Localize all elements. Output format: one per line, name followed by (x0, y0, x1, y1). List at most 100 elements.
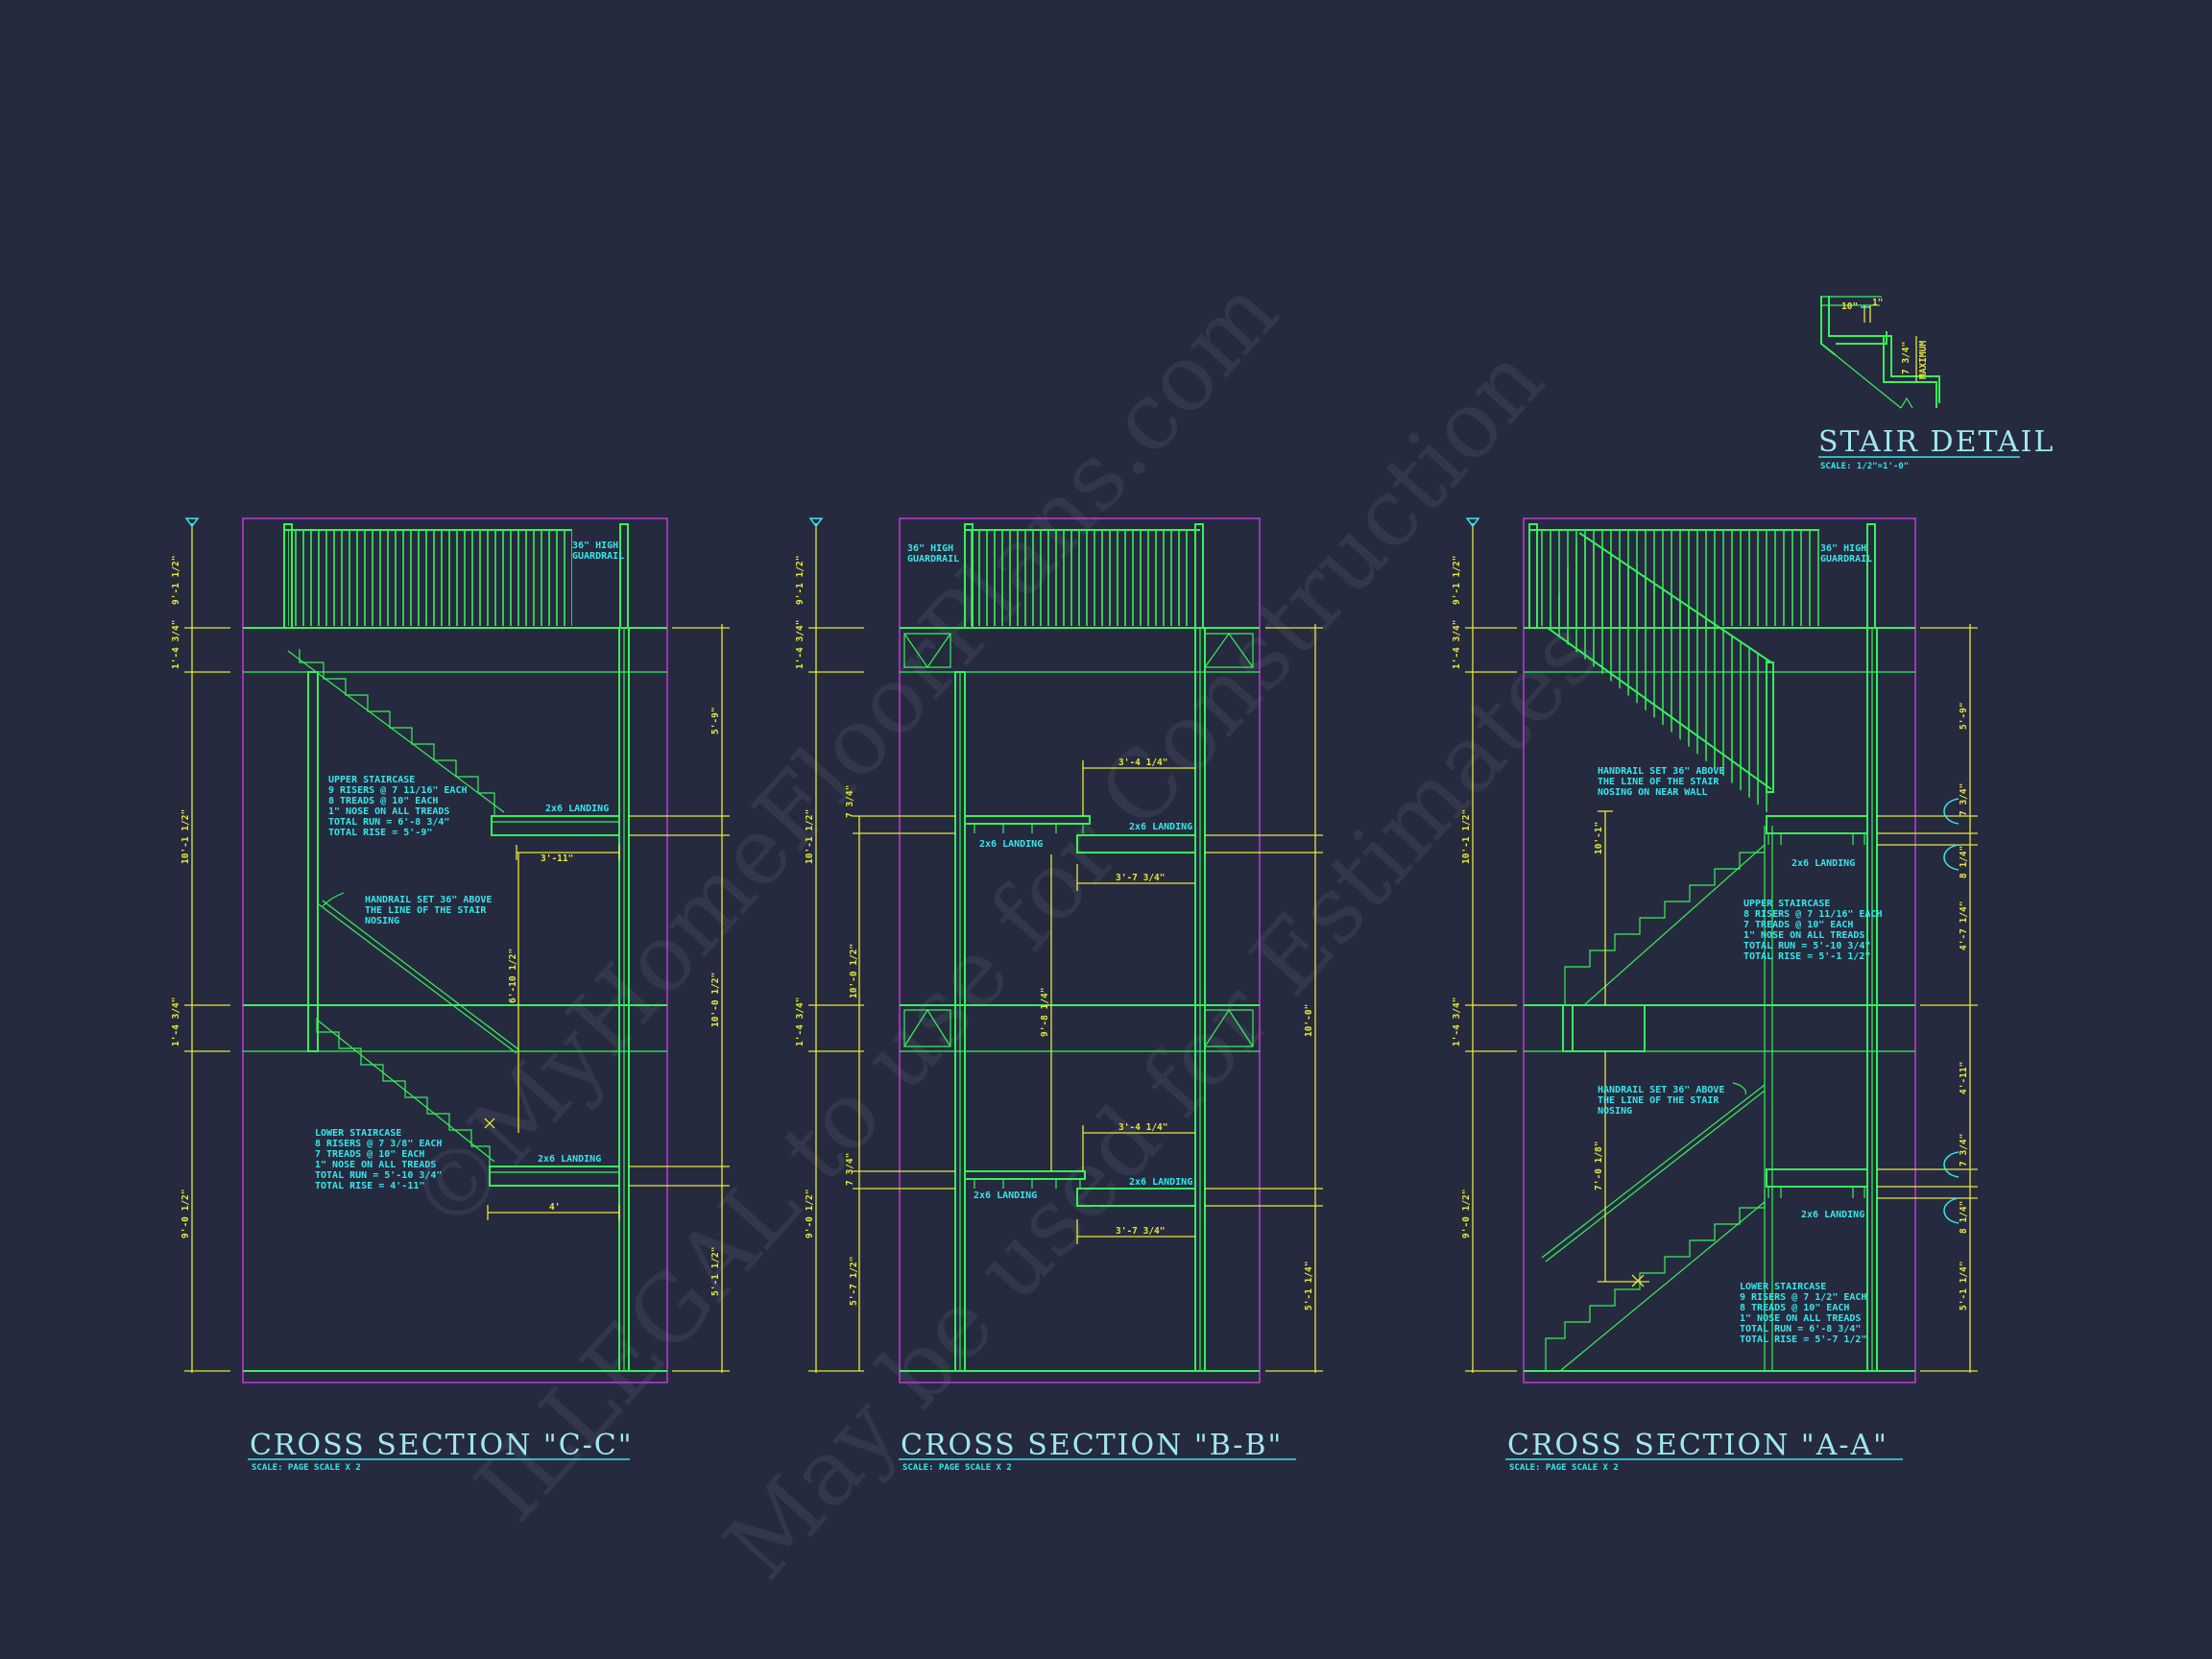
bb-left-dim-2: 1'-4 3/4" (795, 620, 805, 669)
stair-detail: 10" 1" 7 3/4" MAXIMUM STAIR DETAIL SCALE… (1818, 296, 2055, 471)
aa-left-dim-4: 1'-4 3/4" (1452, 998, 1462, 1046)
aa-left-dim-1: 9'-1 1/2" (1452, 556, 1462, 605)
bb-landing-c: 2x6 LANDING (1129, 1177, 1192, 1188)
bb-dim-bot-b: 3'-7 3/4" (1116, 1226, 1165, 1237)
cc-right-dim-2: 10'-0 1/2" (710, 973, 721, 1027)
aa-right-dim-7: 8 1/4" (1959, 1201, 1969, 1234)
cc-scale: SCALE: PAGE SCALE X 2 (252, 1463, 361, 1473)
cc-left-dim-4: 1'-4 3/4" (171, 998, 181, 1046)
section-cc: 9'-1 1/2" 1'-4 3/4" 10'-1 1/2" 1'-4 3/4"… (171, 517, 730, 1473)
bb-left-dim-3: 10'-1 1/2" (805, 809, 815, 864)
aa-handrail-upper-1: HANDRAIL SET 36" ABOVE (1598, 766, 1724, 777)
bb-title: CROSS SECTION "B-B" (901, 1429, 1283, 1462)
cc-right-dim-3: 5'-1 1/2" (710, 1247, 721, 1296)
stair-detail-tread-dim: 10" (1841, 301, 1858, 312)
aa-handrail-upper-2: THE LINE OF THE STAIR (1598, 777, 1719, 787)
aa-lower-note-4: 1" NOSE ON ALL TREADS (1740, 1313, 1861, 1324)
bb-dim-top-b: 3'-7 3/4" (1116, 873, 1165, 883)
bb-dim-top-a: 3'-4 1/4" (1118, 757, 1167, 768)
cc-dim-vertical: 6'-10 1/2" (508, 949, 518, 1003)
section-bb: 9'-1 1/2" 1'-4 3/4" 10'-1 1/2" 7 3/4" 10… (795, 517, 1323, 1473)
aa-lower-note-6: TOTAL RISE = 5'-7 1/2" (1740, 1334, 1866, 1345)
stair-detail-scale: SCALE: 1/2"=1'-0" (1820, 462, 1909, 471)
aa-upper-note-2: 8 RISERS @ 7 11/16" EACH (1743, 909, 1883, 920)
aa-lower-note-1: LOWER STAIRCASE (1740, 1282, 1826, 1292)
aa-right-dim-3: 8 1/4" (1959, 846, 1969, 878)
cc-handrail-note-1: HANDRAIL SET 36" ABOVE (365, 895, 492, 905)
cc-left-dim-5: 9'-0 1/2" (180, 1190, 191, 1238)
aa-handrail-lower-1: HANDRAIL SET 36" ABOVE (1598, 1085, 1724, 1095)
cc-guardrail-label-2: GUARDRAIL (572, 551, 624, 562)
aa-upper-note-4: 1" NOSE ON ALL TREADS (1743, 930, 1864, 941)
cc-left-dim-1: 9'-1 1/2" (171, 556, 181, 605)
cc-upper-note-5: TOTAL RUN = 6'-8 3/4" (328, 817, 449, 828)
aa-dim-v2: 7'-0 1/8" (1594, 1142, 1604, 1190)
cc-lower-note-4: 1" NOSE ON ALL TREADS (315, 1160, 436, 1170)
cc-right-dim-1: 5'-9" (710, 707, 721, 734)
aa-right-dim-8: 5'-1 1/4" (1959, 1262, 1969, 1310)
cc-left-dim-2: 1'-4 3/4" (171, 620, 181, 669)
aa-right-dim-4: 4'-7 1/4" (1959, 902, 1969, 950)
aa-right-dim-2: 7 3/4" (1959, 783, 1969, 816)
bb-left-dim-5: 10'-0 1/2" (849, 944, 859, 998)
cc-landing-upper: 2x6 LANDING (545, 804, 609, 814)
cc-landing-lower: 2x6 LANDING (538, 1154, 601, 1165)
cc-upper-note-1: UPPER STAIRCASE (328, 775, 415, 785)
stair-detail-nose-dim: 1" (1872, 298, 1883, 308)
aa-guardrail-label-1: 36" HIGH (1820, 543, 1866, 554)
bb-left-dim-9: 5'-7 1/2" (849, 1257, 859, 1306)
cc-dim-upper-width: 3'-11" (541, 854, 573, 864)
bb-landing-d: 2x6 LANDING (974, 1190, 1037, 1201)
cc-upper-note-6: TOTAL RISE = 5'-9" (328, 828, 432, 838)
cc-lower-note-5: TOTAL RUN = 5'-10 3/4" (315, 1170, 442, 1181)
bb-right-dim-2: 5'-1 1/4" (1304, 1262, 1314, 1310)
bb-landing-a: 2x6 LANDING (1129, 822, 1192, 832)
cc-upper-note-4: 1" NOSE ON ALL TREADS (328, 806, 449, 817)
aa-landing-lower: 2x6 LANDING (1801, 1210, 1864, 1220)
stair-detail-riser-note: MAXIMUM (1918, 341, 1929, 379)
bb-dim-vertical: 9'-8 1/4" (1040, 988, 1050, 1037)
cc-title: CROSS SECTION "C-C" (250, 1429, 634, 1462)
cc-lower-note-1: LOWER STAIRCASE (315, 1128, 401, 1139)
cc-handrail-note-3: NOSING (365, 916, 399, 926)
bb-right-dim-1: 10'-0" (1304, 1004, 1314, 1037)
aa-upper-note-1: UPPER STAIRCASE (1743, 899, 1830, 909)
bb-guardrail-label-2: GUARDRAIL (907, 554, 959, 565)
aa-scale: SCALE: PAGE SCALE X 2 (1509, 1463, 1619, 1473)
aa-left-dim-2: 1'-4 3/4" (1452, 620, 1462, 669)
aa-upper-note-5: TOTAL RUN = 5'-10 3/4" (1743, 941, 1870, 951)
watermark: ©MyHomeFloorPlans.com ILLEGAL to use for… (388, 258, 1620, 1599)
aa-handrail-upper-3: NOSING ON NEAR WALL (1598, 787, 1707, 798)
aa-title: CROSS SECTION "A-A" (1507, 1429, 1888, 1462)
bb-left-dim-1: 9'-1 1/2" (795, 556, 805, 605)
bb-guardrail-label-1: 36" HIGH (907, 543, 953, 554)
cc-lower-note-6: TOTAL RISE = 4'-11" (315, 1181, 424, 1191)
bb-dim-bot-a: 3'-4 1/4" (1118, 1122, 1167, 1133)
aa-right-dim-1: 5'-9" (1959, 702, 1969, 730)
bb-left-dim-4: 7 3/4" (845, 785, 855, 818)
cc-guardrail-label-1: 36" HIGH (572, 541, 618, 551)
cc-dim-lower-width: 4' (549, 1202, 560, 1213)
cc-lower-note-2: 8 RISERS @ 7 3/8" EACH (315, 1139, 442, 1149)
aa-guardrail-label-2: GUARDRAIL (1820, 554, 1872, 565)
bb-left-dim-6: 1'-4 3/4" (795, 998, 805, 1046)
aa-landing-upper: 2x6 LANDING (1791, 858, 1855, 869)
aa-lower-note-5: TOTAL RUN = 6'-8 3/4" (1740, 1324, 1861, 1334)
aa-handrail-lower-2: THE LINE OF THE STAIR (1598, 1095, 1719, 1106)
cc-lower-note-3: 7 TREADS @ 10" EACH (315, 1149, 424, 1160)
cc-upper-note-3: 8 TREADS @ 10" EACH (328, 796, 438, 806)
aa-upper-note-3: 7 TREADS @ 10" EACH (1743, 920, 1853, 930)
aa-left-dim-5: 9'-0 1/2" (1461, 1190, 1472, 1238)
bb-left-dim-7: 9'-0 1/2" (805, 1190, 815, 1238)
aa-handrail-lower-3: NOSING (1598, 1106, 1632, 1117)
bb-left-dim-8: 7 3/4" (845, 1153, 855, 1186)
bb-landing-b: 2x6 LANDING (979, 839, 1043, 850)
aa-right-dim-5: 4'-11" (1959, 1062, 1969, 1094)
stair-detail-title: STAIR DETAIL (1818, 425, 2055, 459)
aa-right-dim-6: 7 3/4" (1959, 1134, 1969, 1166)
aa-upper-note-6: TOTAL RISE = 5'-1 1/2" (1743, 951, 1870, 962)
cc-left-dim-3: 10'-1 1/2" (180, 809, 191, 864)
aa-left-dim-3: 10'-1 1/2" (1461, 809, 1472, 864)
cc-upper-note-2: 9 RISERS @ 7 11/16" EACH (328, 785, 468, 796)
